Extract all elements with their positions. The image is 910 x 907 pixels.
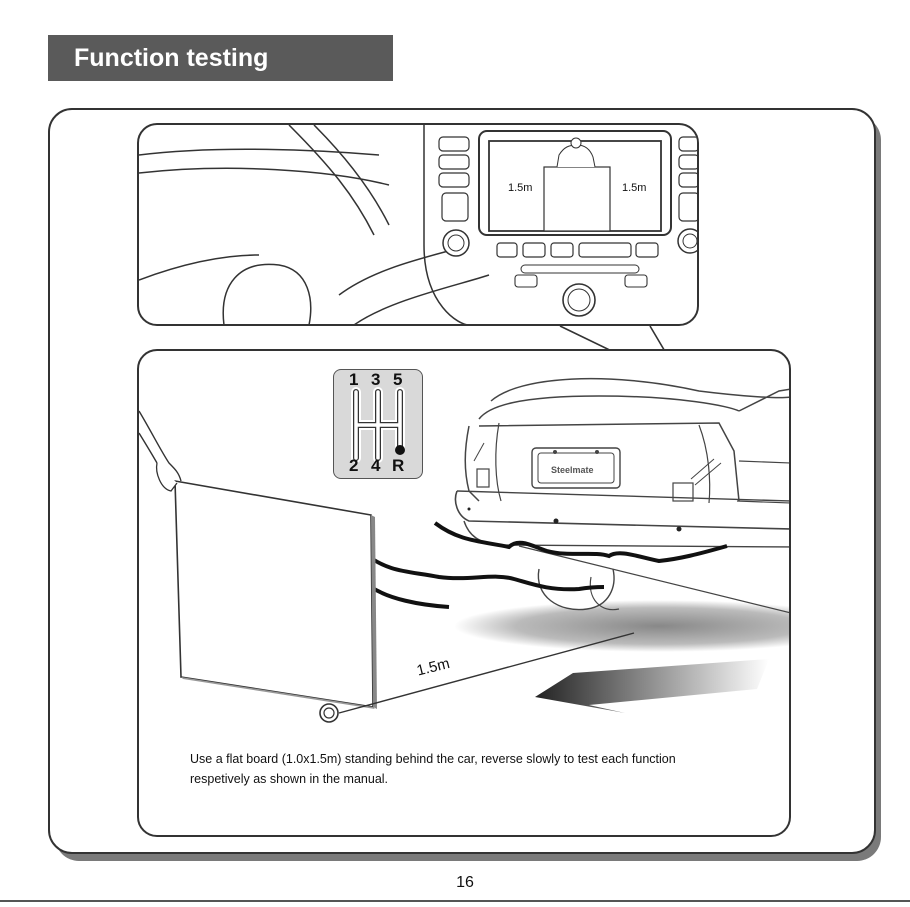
gear-label-4: 4 [371,456,380,476]
gear-label-2: 2 [349,456,358,476]
bottom-rule [0,900,910,902]
gear-label-r: R [392,456,404,476]
license-plate-text: Steelmate [551,465,594,475]
gear-label-5: 5 [393,370,402,390]
instruction-caption: Use a flat board (1.0x1.5m) standing beh… [190,749,770,789]
caption-line-1: Use a flat board (1.0x1.5m) standing beh… [190,749,770,769]
gear-shift-icon: 1 3 5 2 4 R [333,369,423,479]
caption-line-2: respetively as shown in the manual. [190,769,770,789]
gear-label-1: 1 [349,370,358,390]
gear-label-3: 3 [371,370,380,390]
page-number: 16 [0,874,910,892]
